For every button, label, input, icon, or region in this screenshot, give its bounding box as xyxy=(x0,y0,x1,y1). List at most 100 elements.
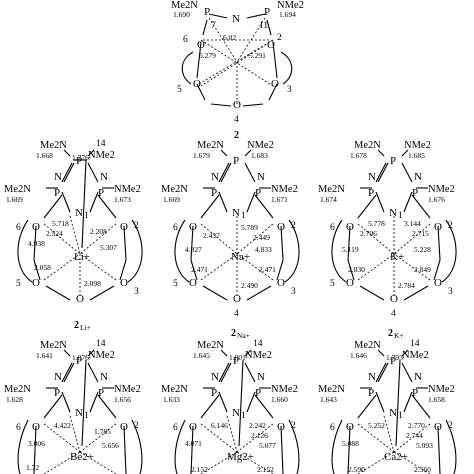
svg-text:O: O xyxy=(189,421,197,433)
svg-text:O: O xyxy=(193,78,201,90)
svg-text:P: P xyxy=(233,355,239,367)
svg-text:O: O xyxy=(189,277,197,289)
distance-f: 2.471 xyxy=(191,265,208,274)
distance-c: 2.126 xyxy=(251,431,268,440)
svg-text:P: P xyxy=(211,187,217,199)
distance-a: 5.789 xyxy=(241,223,258,232)
atom-number-2: 2 xyxy=(291,221,296,231)
atom-number-11: 11 xyxy=(259,21,268,31)
svg-text:O: O xyxy=(434,277,442,289)
distance-top-right: 1.685 xyxy=(408,151,425,160)
distance-b: 3.144 xyxy=(404,219,421,228)
complex-body xyxy=(17,149,143,301)
distance-side-left: 1.633 xyxy=(163,395,180,404)
distance-e: 5.077 xyxy=(259,441,276,450)
group-upper-right: NMe2 xyxy=(247,140,274,151)
svg-text:O: O xyxy=(76,293,84,305)
svg-text:N: N xyxy=(414,171,422,183)
panel-complex-be: Me2N NMe2 14 1.641 1.876 P N N Me2N NMe2… xyxy=(4,339,143,474)
atom-number-2: 2 xyxy=(277,33,282,43)
distance-top-right: 1.876 xyxy=(72,353,89,362)
distance-top-left: 1.679 xyxy=(193,151,210,160)
distance-a: 6.146 xyxy=(211,421,228,430)
svg-text:N: N xyxy=(257,371,265,383)
distance-top-right: 1.683 xyxy=(251,151,268,160)
distance-b: 2.208 xyxy=(90,227,107,236)
svg-text:O: O xyxy=(277,277,285,289)
svg-text:O: O xyxy=(32,277,40,289)
group-upper-left: Me2N xyxy=(171,0,198,11)
svg-text:N: N xyxy=(211,171,219,183)
distance-side-right: 1.676 xyxy=(428,195,445,204)
svg-text:P: P xyxy=(255,387,261,399)
distance-a: 5.252 xyxy=(368,421,385,430)
svg-text:O: O xyxy=(120,277,128,289)
distance-c: 2.706 xyxy=(360,229,377,238)
distance-top-left: 1.678 xyxy=(350,151,367,160)
atom-number-1: 1 xyxy=(398,211,403,221)
group-upper-right: NMe2 xyxy=(402,350,429,361)
distance-top-left: 1.668 xyxy=(36,151,53,160)
svg-text:P: P xyxy=(368,187,374,199)
svg-text:N: N xyxy=(75,407,83,419)
group-left: Me2N xyxy=(161,184,188,195)
panel-complex-li: Me2N NMe2 14 1.668 1.776 P N N Me2N NMe2… xyxy=(4,139,143,332)
atom-number-6: 6 xyxy=(16,423,21,433)
svg-text:P: P xyxy=(98,387,104,399)
atom-number-2: 2 xyxy=(291,421,296,431)
svg-text:P: P xyxy=(204,6,210,18)
svg-text:O: O xyxy=(277,421,285,433)
distance-b: 2.242 xyxy=(249,421,266,430)
svg-text:O: O xyxy=(120,221,128,233)
group-upper-left: Me2N xyxy=(197,340,224,351)
distance-d: 5.088 xyxy=(342,439,359,448)
atom-number-1: 1 xyxy=(241,211,246,221)
atom-number-2: 2 xyxy=(448,421,453,431)
distance-a: 4.422 xyxy=(54,421,71,430)
atom-number-3: 3 xyxy=(291,287,296,297)
distance-b: 2.770 xyxy=(408,421,425,430)
metal-ion: Na+ xyxy=(231,251,250,263)
distance-d: 4.071 xyxy=(185,439,202,448)
svg-text:O: O xyxy=(197,39,205,51)
distance-o6: 5.279 xyxy=(199,51,216,60)
svg-text:P: P xyxy=(264,6,270,18)
distance-g: 2.152 xyxy=(257,465,274,474)
atom-number-7: 7 xyxy=(211,21,216,31)
group-upper-left: Me2N xyxy=(40,140,67,151)
group-upper-right: NMe2 xyxy=(404,140,431,151)
svg-text:P: P xyxy=(390,355,396,367)
distance-g: 2.830 xyxy=(348,265,365,274)
atom-number-4: 4 xyxy=(234,309,239,319)
atom-number-14: 14 xyxy=(96,139,106,149)
svg-text:O: O xyxy=(189,221,197,233)
caption-2: 2 xyxy=(234,130,239,141)
svg-text:O: O xyxy=(346,277,354,289)
distance-center: 6.02 xyxy=(223,33,236,42)
atom-number-6: 6 xyxy=(183,35,188,45)
caption-sub-k: K+ xyxy=(394,331,404,340)
atom-number-1: 1 xyxy=(84,411,89,421)
atom-number-14: 14 xyxy=(253,339,263,349)
distance-a: 5.718 xyxy=(52,219,69,228)
group-right: NMe2 xyxy=(428,384,455,395)
svg-text:N: N xyxy=(414,371,422,383)
metal-ion: Mg2+ xyxy=(227,451,254,463)
distance-side-right: 1.673 xyxy=(114,195,131,204)
svg-text:P: P xyxy=(412,187,418,199)
distance-top-left: 1.645 xyxy=(193,351,210,360)
atom-number-14: 14 xyxy=(96,339,106,349)
distance-side-left: 1.669 xyxy=(6,195,23,204)
group-upper-left: Me2N xyxy=(197,140,224,151)
group-left: Me2N xyxy=(4,384,31,395)
distance-c: 2.524 xyxy=(46,229,63,238)
metal-ion: Ca2+ xyxy=(384,451,408,463)
distance-e: 5.119 xyxy=(342,245,359,254)
svg-text:O: O xyxy=(277,221,285,233)
distance-f: 5.228 xyxy=(414,245,431,254)
atom-number-6: 6 xyxy=(330,423,335,433)
distance-top-left: 1.641 xyxy=(36,351,53,360)
atom-number-4: 4 xyxy=(391,309,396,319)
distance-e: 5.307 xyxy=(100,243,117,252)
caption-2-k: 2 xyxy=(388,328,393,339)
